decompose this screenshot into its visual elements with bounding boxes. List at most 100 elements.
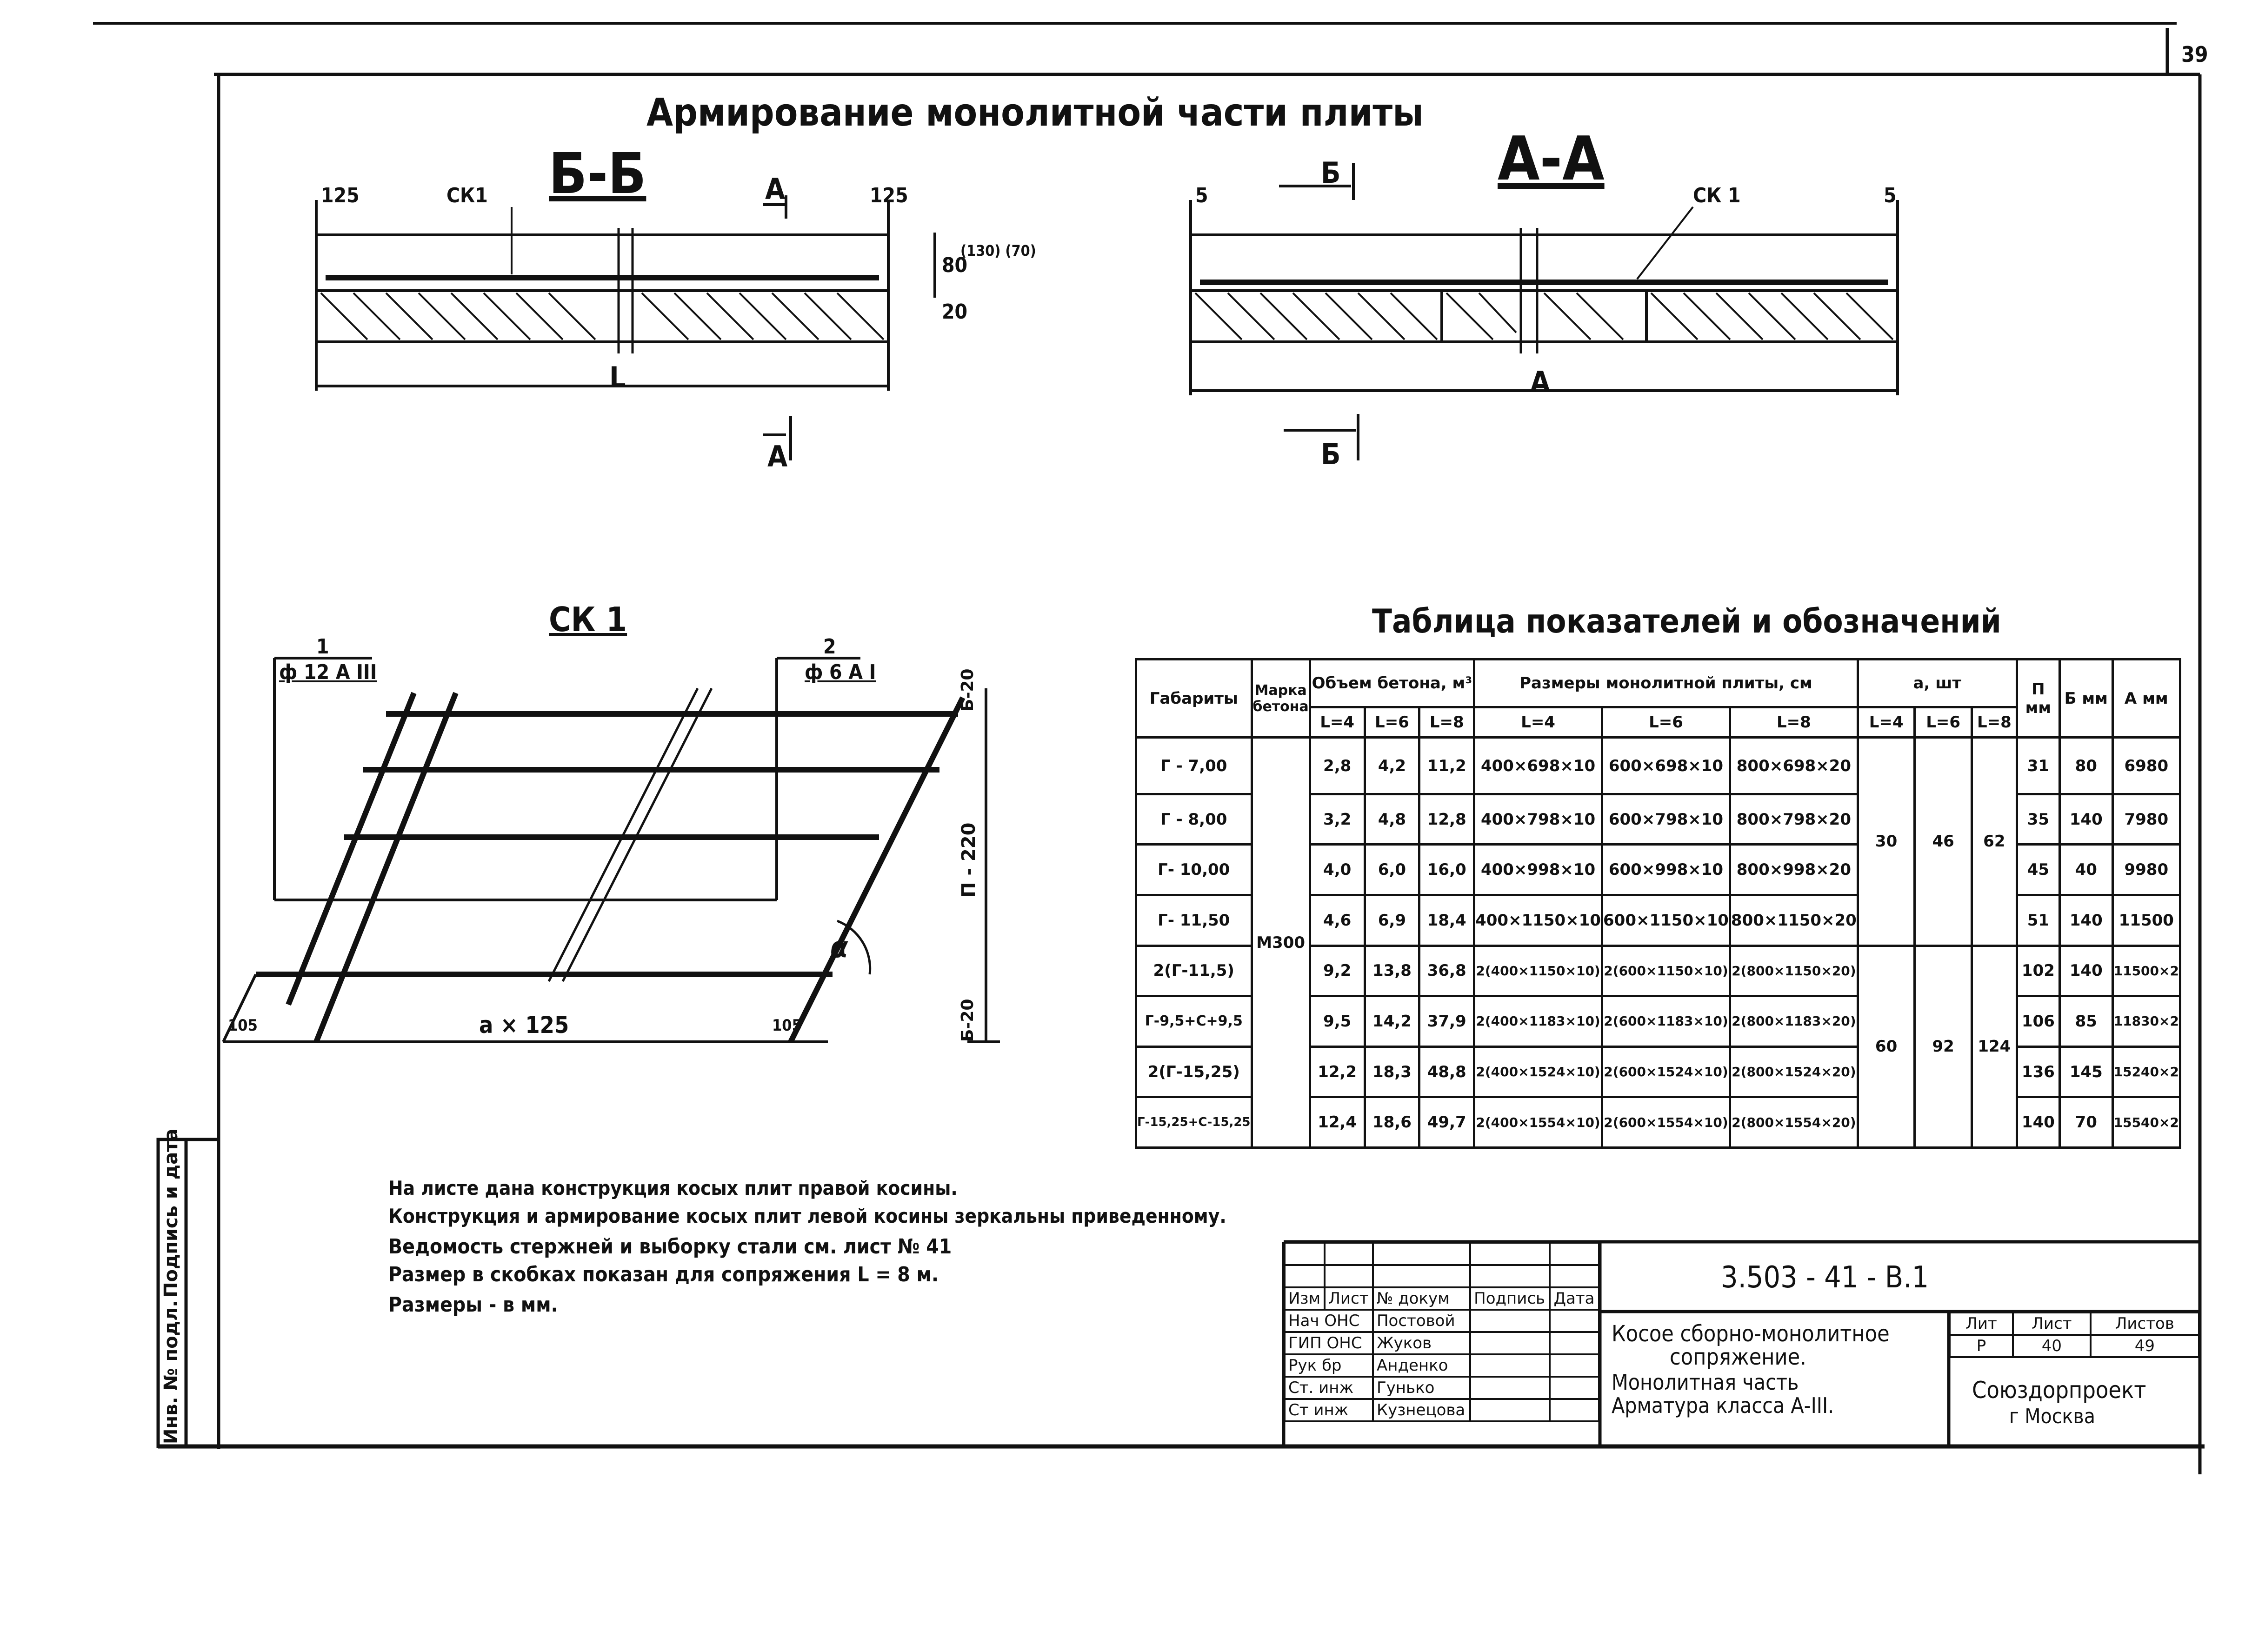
cell-v4: 12,2: [1308, 1045, 1366, 1099]
th-sub: L=6: [1913, 706, 1973, 739]
indicators-table: Габариты Марка бетона Объем бетона, м³ Р…: [1135, 658, 2182, 1149]
cell-gab: Г - 8,00: [1135, 793, 1253, 846]
cell-s8: 2(800×1183×20): [1728, 995, 1859, 1048]
cell-n: 51: [2015, 894, 2061, 947]
th-n: П мм: [2015, 658, 2061, 739]
ck1-rebar2-spec: ф 6 А I: [805, 660, 876, 684]
table-title: Таблица показателей и обозначений: [1372, 602, 2001, 640]
cell-n: 106: [2015, 995, 2061, 1048]
cell-s8: 800×998×20: [1728, 843, 1859, 897]
th-sub: L=8: [1418, 706, 1476, 739]
page-title: Армирование монолитной части плиты: [646, 91, 1424, 135]
cell-marka: М300: [1250, 736, 1311, 1149]
cell-a6: 46: [1913, 736, 1973, 947]
bb-span-label: L: [609, 360, 626, 394]
cell-v6: 18,6: [1363, 1096, 1421, 1149]
cell-aa: 15540×2: [2111, 1096, 2182, 1149]
table-row: Г- 10,00 4,0 6,0 16,0 400×998×10 600×998…: [1135, 843, 2182, 897]
cell-s6: 2(600×1554×10): [1601, 1096, 1731, 1149]
cell-s4: 400×1150×10: [1473, 894, 1604, 947]
note-3: Ведомость стержней и выборку стали см. л…: [388, 1235, 952, 1259]
cell-v4: 3,2: [1308, 793, 1366, 846]
desc-2: сопряжение.: [1670, 1344, 1806, 1370]
th-aa: А мм: [2111, 658, 2182, 739]
cell-s6: 600×1150×10: [1601, 894, 1731, 947]
th-marka: Марка бетона: [1250, 658, 1311, 739]
table-row: Г - 8,00 3,2 4,8 12,8 400×798×10 600×798…: [1135, 793, 2182, 846]
org-city: г Москва: [2009, 1405, 2096, 1428]
cell-s8: 800×698×20: [1728, 736, 1859, 795]
sheet-value: 40: [2012, 1334, 2092, 1358]
stamp-person-row: Ст инж Кузнецова: [1284, 1398, 1600, 1422]
doc-code: 3.503 - 41 - В.1: [1721, 1260, 1929, 1295]
section-bb-label: Б-Б: [549, 142, 646, 206]
th-a: а, шт: [1856, 658, 2018, 709]
cell-gab: 2(Г-15,25): [1135, 1045, 1253, 1099]
stage-value: Р: [1948, 1334, 2014, 1358]
cell-gab: Г-9,5+С+9,5: [1135, 995, 1253, 1048]
th-sub: L=8: [1970, 706, 2018, 739]
cell-a8: 124: [1970, 944, 2018, 1149]
stamp-h-date: Дата: [1549, 1286, 1600, 1311]
sheet-number: 39: [2181, 42, 2208, 67]
stamp-sheet-info: Лит Лист Листов Р 40 49: [1948, 1312, 2200, 1358]
side-stamp-inv: Инв. № подл.: [160, 1300, 182, 1444]
cell-v6: 4,2: [1363, 736, 1421, 795]
cell-b: 140: [2058, 944, 2114, 998]
table-row: Г - 7,00 М300 2,8 4,2 11,2 400×698×10 60…: [1135, 736, 2182, 1149]
cell-n: 35: [2015, 793, 2061, 846]
stage-header: Лит: [1948, 1312, 2014, 1336]
cell-v6: 14,2: [1363, 995, 1421, 1048]
cell-s8: 800×798×20: [1728, 793, 1859, 846]
cell-s6: 2(600×1150×10): [1601, 944, 1731, 998]
cell-b: 140: [2058, 894, 2114, 947]
th-sizes: Размеры монолитной плиты, см: [1473, 658, 1859, 709]
cell-s4: 400×798×10: [1473, 793, 1604, 846]
note-1: На листе дана конструкция косых плит пра…: [388, 1177, 958, 1199]
stamp-h-doc: № докум: [1372, 1286, 1472, 1311]
cell-gab: Г- 11,50: [1135, 894, 1253, 947]
aa-dim-left: 5: [1195, 184, 1208, 207]
stamp-signatures: Изм Лист № докум Подпись Дата Нач ОНС По…: [1283, 1242, 1600, 1422]
note-5: Размеры - в мм.: [388, 1293, 558, 1317]
cell-v6: 4,8: [1363, 793, 1421, 846]
cell-b: 80: [2058, 736, 2114, 795]
ck1-label: СК 1: [549, 600, 627, 639]
cell-aa: 11500×2: [2111, 944, 2182, 998]
cell-b: 70: [2058, 1096, 2114, 1149]
cell-b: 40: [2058, 843, 2114, 897]
sheets-value: 49: [2089, 1334, 2200, 1358]
cell-s8: 2(800×1150×20): [1728, 944, 1859, 998]
cell-s8: 2(800×1524×20): [1728, 1045, 1859, 1099]
sheet-header: Лист: [2012, 1312, 2092, 1336]
th-sub: L=4: [1473, 706, 1604, 739]
cell-s4: 2(400×1524×10): [1473, 1045, 1604, 1099]
bb-cut-bottom: А: [767, 440, 788, 473]
th-b: Б мм: [2058, 658, 2114, 739]
desc-3: Монолитная часть: [1612, 1370, 1799, 1395]
aa-cut-bottom: Б: [1321, 437, 1341, 471]
cell-a4: 60: [1856, 944, 1916, 1149]
cell-s4: 400×698×10: [1473, 736, 1604, 795]
th-sub: L=4: [1856, 706, 1916, 739]
section-aa-label: А-А: [1498, 123, 1605, 194]
org-name: Союздорпроект: [1972, 1377, 2146, 1404]
cell-v6: 18,3: [1363, 1045, 1421, 1099]
cell-v4: 12,4: [1308, 1096, 1366, 1149]
ck1-dim-105-left: 105: [228, 1016, 258, 1035]
section-aa-hatch: [1194, 292, 1894, 340]
section-aa-drawing: [1189, 163, 1899, 460]
cell-s4: 2(400×1150×10): [1473, 944, 1604, 998]
ck1-dim-bottom: Б-20: [958, 999, 977, 1042]
note-2: Конструкция и армирование косых плит лев…: [388, 1205, 1226, 1227]
cell-v6: 6,0: [1363, 843, 1421, 897]
cell-a4: 30: [1856, 736, 1916, 947]
cell-v8: 48,8: [1418, 1045, 1476, 1099]
cell-aa: 7980: [2111, 793, 2182, 846]
cell-n: 102: [2015, 944, 2061, 998]
section-bb-drawing: [315, 195, 936, 460]
th-gab: Габариты: [1135, 658, 1253, 739]
cell-b: 140: [2058, 793, 2114, 846]
ck1-dim-top: Б-20: [958, 668, 977, 712]
ck1-rebar1-spec: ф 12 А III: [279, 660, 377, 684]
